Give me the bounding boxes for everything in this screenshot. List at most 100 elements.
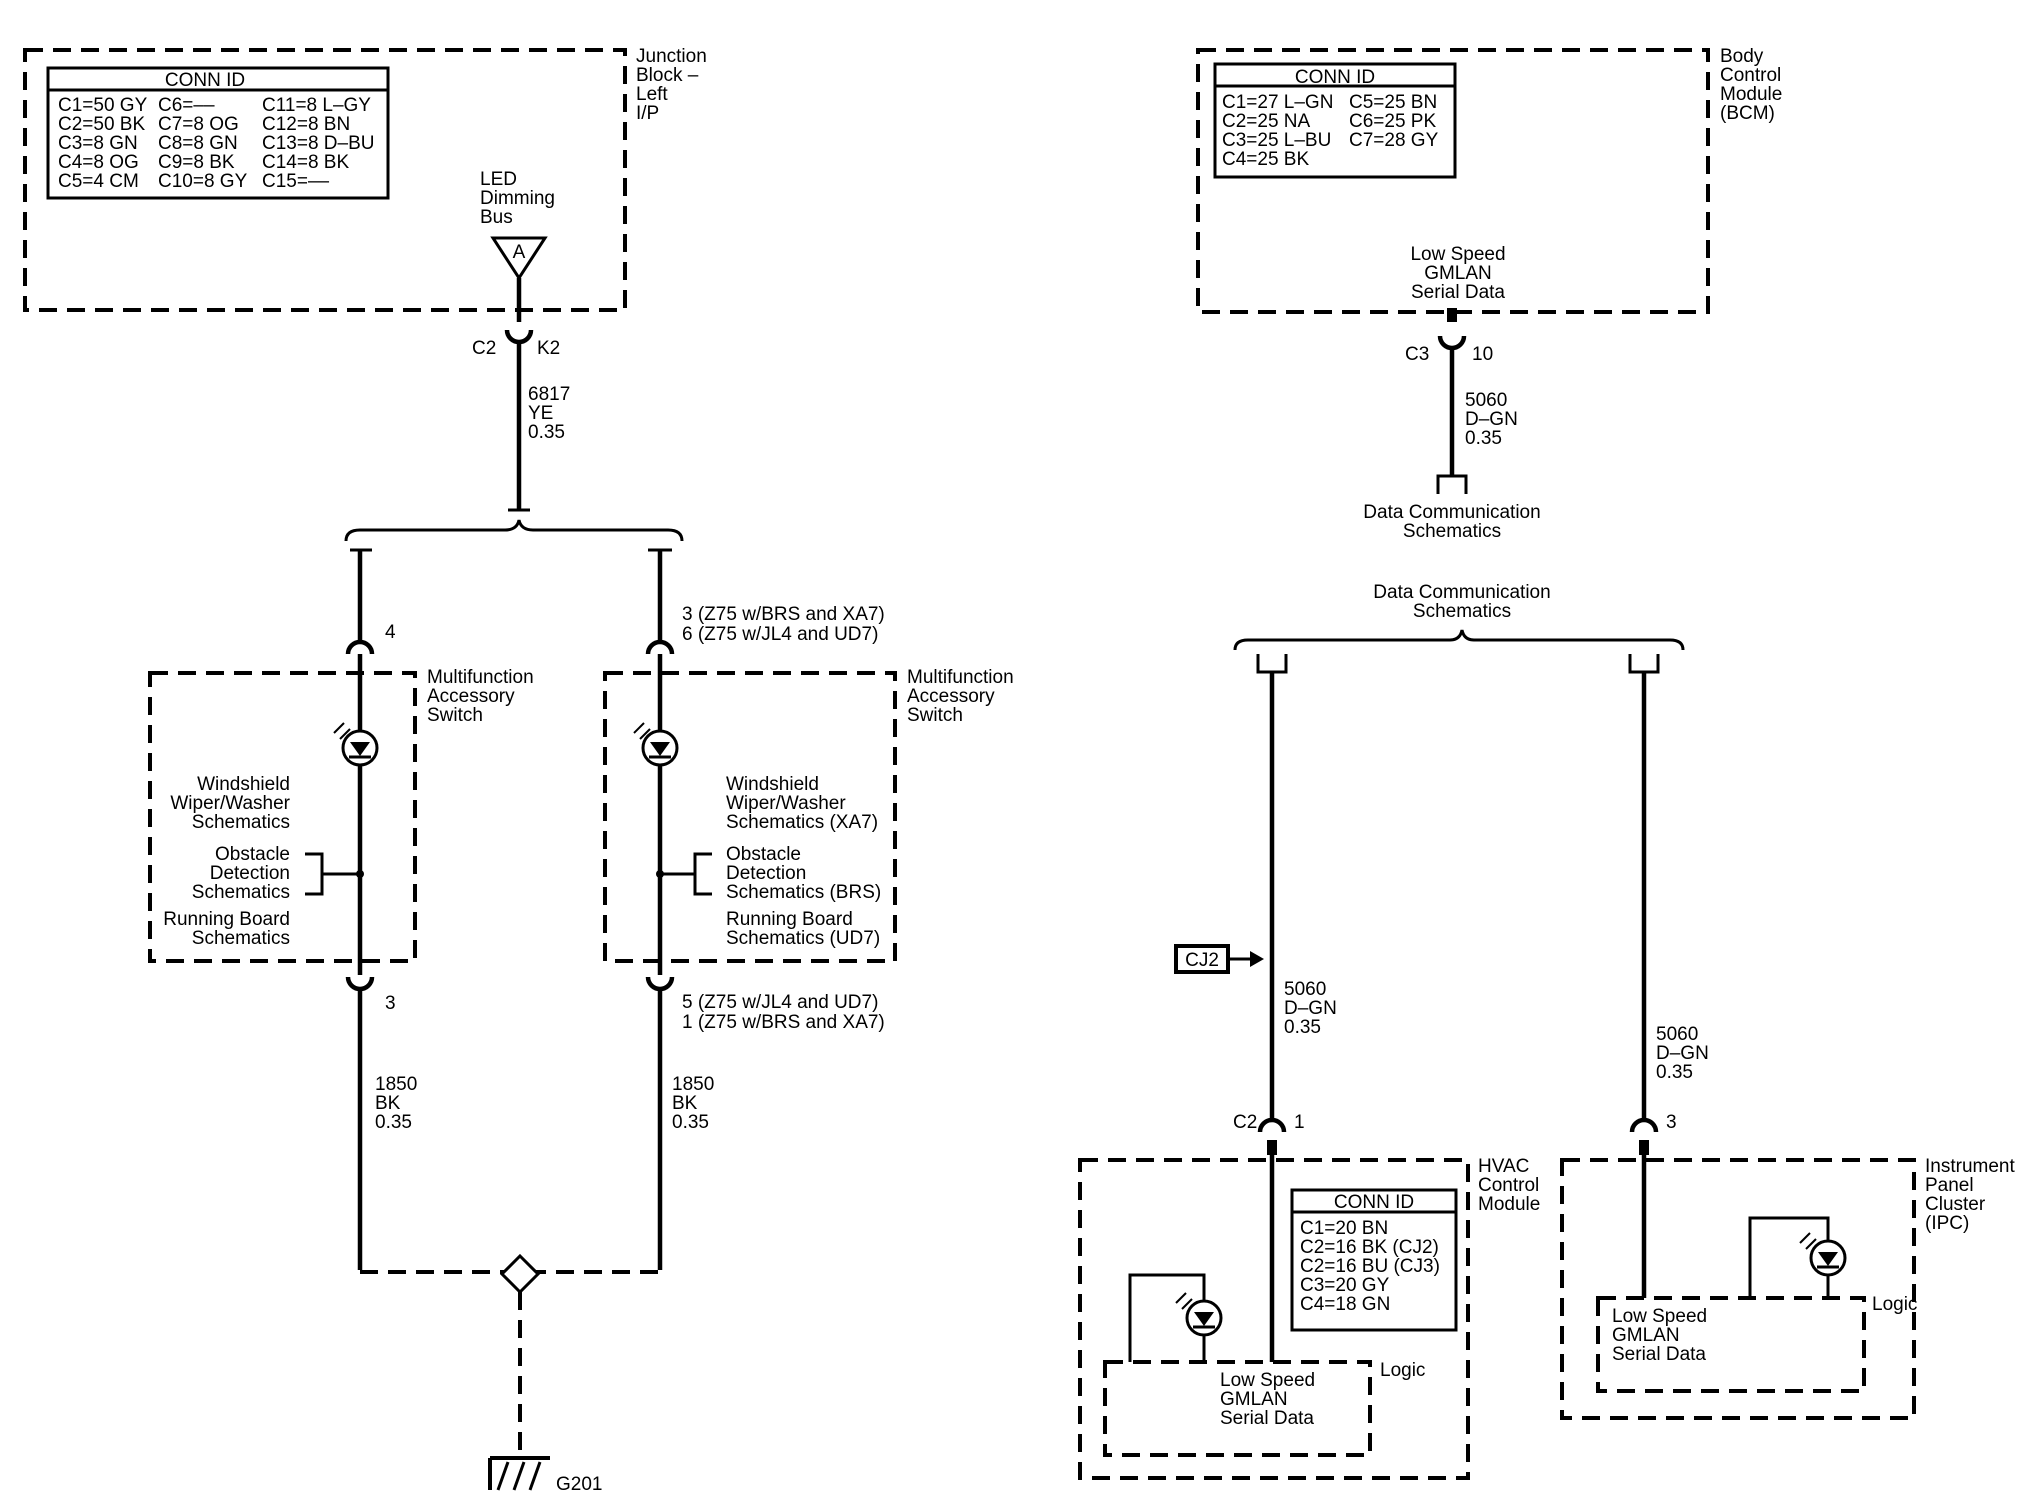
label-line: Schematics (UD7)	[726, 928, 880, 949]
label-line: Schematics	[1403, 521, 1501, 542]
conn-cell: C10=8 GY	[158, 171, 248, 192]
ground-circuit: G201	[360, 1253, 660, 1495]
wire-color: D–GN	[1284, 998, 1337, 1019]
splice-brace	[344, 508, 684, 642]
logic-label: Logic	[1872, 1294, 1917, 1315]
label-line: Obstacle	[215, 844, 290, 865]
right-switch-name: Multifunction Accessory Switch	[907, 667, 1014, 726]
wire-color: BK	[672, 1093, 698, 1114]
ground-icon	[488, 1456, 550, 1491]
ipc-wire-label: 5060 D–GN 0.35	[1656, 1024, 1709, 1083]
ground-label: G201	[556, 1474, 602, 1495]
bcm-conn-table	[1213, 62, 1457, 179]
junction-block: CONN ID C1=50 GY C6=–– C11=8 L–GY C2=50 …	[23, 46, 707, 322]
bcm-name: Body Control Module (BCM)	[1720, 46, 1782, 124]
label-line: Detection	[726, 863, 806, 884]
connector-label: C2	[1233, 1112, 1257, 1133]
bus-letter: A	[513, 242, 526, 263]
led-icon	[1799, 1232, 1847, 1277]
conn-cell: C3=25 L–BU	[1222, 130, 1331, 151]
pin-label: 10	[1472, 344, 1493, 365]
label-line: Obstacle	[726, 844, 801, 865]
pin-label: 1 (Z75 w/BRS and XA7)	[682, 1012, 885, 1033]
wire-color: D–GN	[1465, 409, 1518, 430]
hvac-logic-outline	[1103, 1360, 1372, 1457]
ipc-serial-data-label: Low Speed GMLAN Serial Data	[1612, 1306, 1707, 1365]
c2-k2-connector: C2 K2 6817 YE 0.35	[472, 329, 570, 510]
connector-label: C2	[472, 338, 496, 359]
junction-block-conn-table	[46, 66, 390, 200]
label-line: GMLAN	[1612, 1325, 1680, 1346]
conn-cell: C7=28 GY	[1349, 130, 1439, 151]
label-line: (BCM)	[1720, 103, 1775, 124]
label-line: Windshield	[726, 774, 819, 795]
conn-cell: C9=8 BK	[158, 152, 235, 173]
logic-label: Logic	[1380, 1360, 1425, 1381]
label-line: Instrument	[1925, 1156, 2015, 1177]
label-line: Switch	[427, 705, 483, 726]
label-line: Junction	[636, 46, 707, 67]
label-line: Serial Data	[1612, 1344, 1706, 1365]
hvac-name: HVAC Control Module	[1478, 1156, 1540, 1215]
led-dimming-bus-label: LED Dimming Bus	[480, 169, 555, 228]
conn-cell: C1=50 GY	[58, 95, 148, 116]
label-line: Schematics (BRS)	[726, 882, 881, 903]
hvac-wire-label: 5060 D–GN 0.35	[1284, 979, 1337, 1038]
hvac-conn-table	[1290, 1188, 1458, 1332]
label-line: Module	[1720, 84, 1782, 105]
label-line: Dimming	[480, 188, 555, 209]
wire-gauge: 0.35	[528, 422, 565, 443]
led-icon	[333, 722, 379, 767]
led-icon	[633, 722, 679, 767]
left-switch-text: Windshield Wiper/Washer Schematics Obsta…	[163, 774, 290, 949]
wire-color: BK	[375, 1093, 401, 1114]
wire-gauge: 0.35	[1465, 428, 1502, 449]
conn-cell: C13=8 D–BU	[262, 133, 374, 154]
label-line: Low Speed	[1220, 1370, 1315, 1391]
conn-cell: C2=25 NA	[1222, 111, 1311, 132]
conn-cell: C3=8 GN	[58, 133, 138, 154]
hvac-serial-data-label: Low Speed GMLAN Serial Data	[1220, 1370, 1315, 1429]
label-line: Schematics	[1413, 601, 1511, 622]
pin-label: 3	[385, 993, 396, 1014]
junction-conn-rows: C1=50 GY C6=–– C11=8 L–GY C2=50 BK C7=8 …	[58, 95, 374, 192]
label-line: Windshield	[197, 774, 290, 795]
conn-id-title: CONN ID	[1295, 67, 1375, 88]
label-line: Accessory	[427, 686, 515, 707]
hvac-outline	[1078, 1158, 1470, 1480]
conn-cell: C6=––	[158, 95, 215, 116]
label-line: Low Speed	[1612, 1306, 1707, 1327]
conn-cell: C11=8 L–GY	[262, 95, 371, 116]
pin-label: K2	[537, 338, 560, 359]
label-line: Schematics	[192, 812, 290, 833]
instrument-panel-cluster: 3 Instrument Panel Cluster (IPC) Logic L…	[1560, 1112, 2015, 1420]
label-line: Multifunction	[427, 667, 534, 688]
bcm-serial-data-label: Low Speed GMLAN Serial Data	[1410, 244, 1505, 303]
label-line: Switch	[907, 705, 963, 726]
left-multifunction-switch: 4 Windshield Wiper/Washer Schematics Obs…	[148, 622, 534, 1270]
conn-cell: C8=8 GN	[158, 133, 238, 154]
label-line: Data Communication	[1373, 582, 1550, 603]
label-line: I/P	[636, 103, 659, 124]
wire-color: YE	[528, 403, 553, 424]
wire-number: 1850	[375, 1074, 417, 1095]
wire-number: 6817	[528, 384, 570, 405]
ipc-logic-outline	[1596, 1296, 1866, 1393]
right-multifunction-switch: 3 (Z75 w/BRS and XA7) 6 (Z75 w/JL4 and U…	[603, 604, 1014, 1270]
wire-gauge: 0.35	[672, 1112, 709, 1133]
conn-cell: C2=16 BU (CJ3)	[1300, 1256, 1440, 1277]
data-comm-ref-bracket	[1436, 474, 1468, 494]
body-control-module: CONN ID C1=27 L–GN C5=25 BN C2=25 NA C6=…	[1196, 46, 1782, 542]
wire-gauge: 0.35	[1284, 1017, 1321, 1038]
label-line: Accessory	[907, 686, 995, 707]
dimming-bus-triangle-icon: A	[490, 236, 548, 281]
conn-cell: C14=8 BK	[262, 152, 349, 173]
label-line: Running Board	[726, 909, 853, 930]
connector-label: C3	[1405, 344, 1429, 365]
cj2-reference-tag: CJ2	[1174, 944, 1264, 974]
left-switch-outline	[148, 671, 417, 963]
conn-cell: C2=50 BK	[58, 114, 145, 135]
label-line: Cluster	[1925, 1194, 1986, 1215]
label-line: Schematics	[192, 928, 290, 949]
